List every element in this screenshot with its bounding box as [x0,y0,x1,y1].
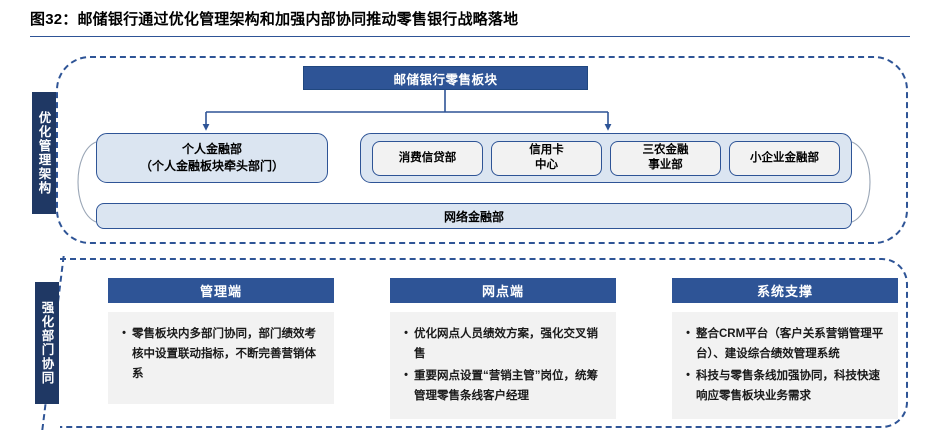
department-line2: 中心 [535,159,558,171]
department-line1: 信用卡 [529,144,564,157]
bullet-icon: • [122,327,126,339]
collaboration-column: 网点端 • 优化网点人员绩效方案，强化交叉销售 • 重要网点设置“营销主管”岗位… [390,278,616,419]
collaboration-column: 管理端 • 零售板块内多部门协同，部门绩效考核中设置联动指标，不断完善营销体系 [108,278,334,404]
department-line1: 消费信贷部 [398,151,457,164]
list-item: • 优化网点人员绩效方案，强化交叉销售 [398,324,606,364]
bullet-icon: • [404,327,408,339]
list-item: • 整合CRM平台（客户关系营销管理平台）、建设综合绩效管理系统 [680,324,888,364]
lead-department-line1: 个人金融部 [181,141,242,156]
retail-segment-header-box: 邮储银行零售板块 [303,66,588,90]
department-line2: 事业部 [648,159,683,171]
page-title: 图32：邮储银行通过优化管理架构和加强内部协同推动零售银行战略落地 [30,11,519,28]
lead-department-line2: （个人金融板块牵头部门） [139,159,284,173]
title-divider [30,36,910,37]
bullet-icon: • [686,369,690,382]
side-label-optimize-structure: 优化管理架构 [32,92,56,214]
network-finance-bar: 网络金融部 [96,203,852,229]
list-item-text: 科技与零售条线加强协同，科技快速响应零售板块业务需求 [696,370,880,403]
bullet-icon: • [686,327,690,339]
list-item: • 零售板块内多部门协同，部门绩效考核中设置联动指标，不断完善营销体系 [116,324,324,384]
department-box: 信用卡 中心 [491,140,602,176]
list-item-text: 整合CRM平台（客户关系营销管理平台）、建设综合绩效管理系统 [696,328,884,361]
column-header: 系统支撑 [672,278,898,303]
list-item-text: 优化网点人员绩效方案，强化交叉销售 [414,328,598,361]
side-label-strengthen-collaboration: 强化部门协同 [35,282,59,404]
department-group-container: 消费信贷部 信用卡 中心 三农金融 事业部 小企业金融部 [360,133,852,183]
list-item-text: 重要网点设置“营销主管”岗位，统筹管理零售条线客户经理 [414,370,598,403]
department-box: 三农金融 事业部 [610,140,721,176]
column-header: 网点端 [390,278,616,303]
department-line1: 三农金融 [642,144,689,157]
department-line1: 小企业金融部 [750,151,819,164]
column-header: 管理端 [108,278,334,303]
department-box: 消费信贷部 [372,140,483,176]
column-body: • 优化网点人员绩效方案，强化交叉销售 • 重要网点设置“营销主管”岗位，统筹管… [390,312,616,419]
strengthen-collaboration-region [60,258,908,428]
list-item: • 重要网点设置“营销主管”岗位，统筹管理零售条线客户经理 [398,366,606,406]
collaboration-column: 系统支撑 • 整合CRM平台（客户关系营销管理平台）、建设综合绩效管理系统 • … [672,278,898,419]
optimize-structure-region [56,56,908,244]
lead-department-box: 个人金融部 （个人金融板块牵头部门） [96,133,328,183]
list-item-text: 零售板块内多部门协同，部门绩效考核中设置联动指标，不断完善营销体系 [132,328,316,381]
bullet-icon: • [404,369,408,382]
column-body: • 零售板块内多部门协同，部门绩效考核中设置联动指标，不断完善营销体系 [108,312,334,404]
list-item: • 科技与零售条线加强协同，科技快速响应零售板块业务需求 [680,366,888,406]
department-box: 小企业金融部 [729,140,840,176]
column-body: • 整合CRM平台（客户关系营销管理平台）、建设综合绩效管理系统 • 科技与零售… [672,312,898,419]
